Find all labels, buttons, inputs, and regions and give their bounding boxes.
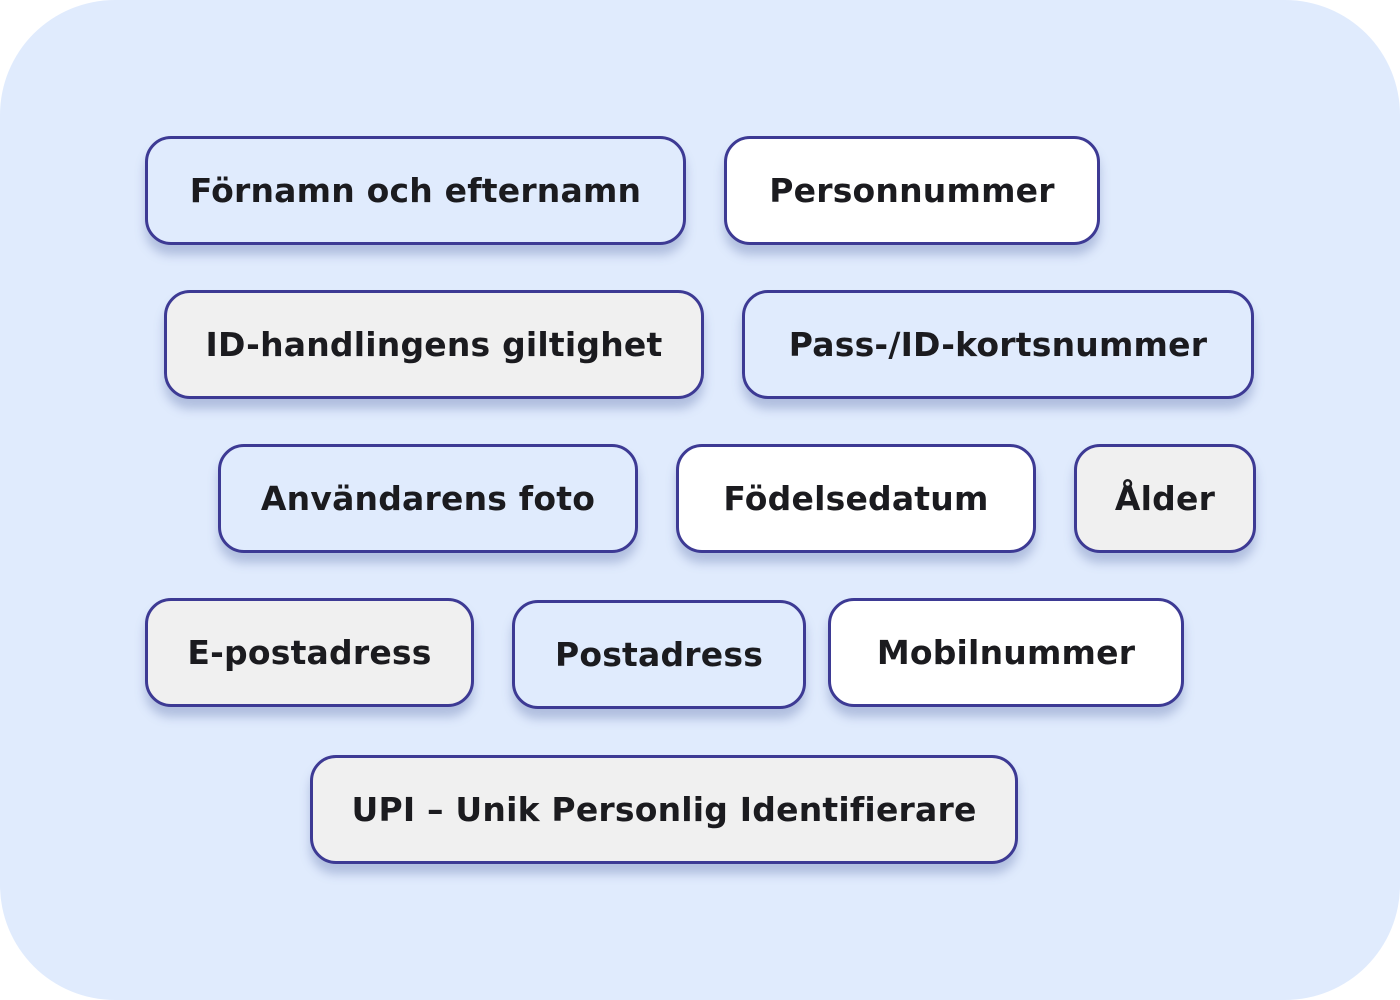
tag-label: Postadress bbox=[554, 635, 764, 674]
tag-label: Personnummer bbox=[769, 171, 1055, 210]
tag-e-postadress: E-postadress bbox=[145, 598, 474, 707]
tag-pass-id-kortsnummer: Pass-/ID-kortsnummer bbox=[742, 290, 1254, 399]
tag-id-handlingens-giltighet: ID-handlingens giltighet bbox=[164, 290, 704, 399]
tag-label: E-postadress bbox=[187, 633, 432, 672]
tag-alder: Ålder bbox=[1074, 444, 1256, 553]
tag-label: Ålder bbox=[1114, 479, 1216, 518]
tag-label: Användarens foto bbox=[260, 479, 596, 518]
tag-label: Födelsedatum bbox=[723, 479, 989, 518]
tag-label: Mobilnummer bbox=[876, 633, 1136, 672]
tag-mobilnummer: Mobilnummer bbox=[828, 598, 1184, 707]
tag-label: Pass-/ID-kortsnummer bbox=[788, 325, 1208, 364]
tag-label: Förnamn och efternamn bbox=[189, 171, 642, 210]
tag-label: ID-handlingens giltighet bbox=[205, 325, 663, 364]
tag-personnummer: Personnummer bbox=[724, 136, 1100, 245]
tag-anvandarens-foto: Användarens foto bbox=[218, 444, 638, 553]
tag-postadress: Postadress bbox=[512, 600, 806, 709]
tag-label: UPI – Unik Personlig Identifierare bbox=[351, 790, 977, 829]
tag-fornamn-och-efternamn: Förnamn och efternamn bbox=[145, 136, 686, 245]
tag-fodelsedatum: Födelsedatum bbox=[676, 444, 1036, 553]
tag-upi: UPI – Unik Personlig Identifierare bbox=[310, 755, 1018, 864]
